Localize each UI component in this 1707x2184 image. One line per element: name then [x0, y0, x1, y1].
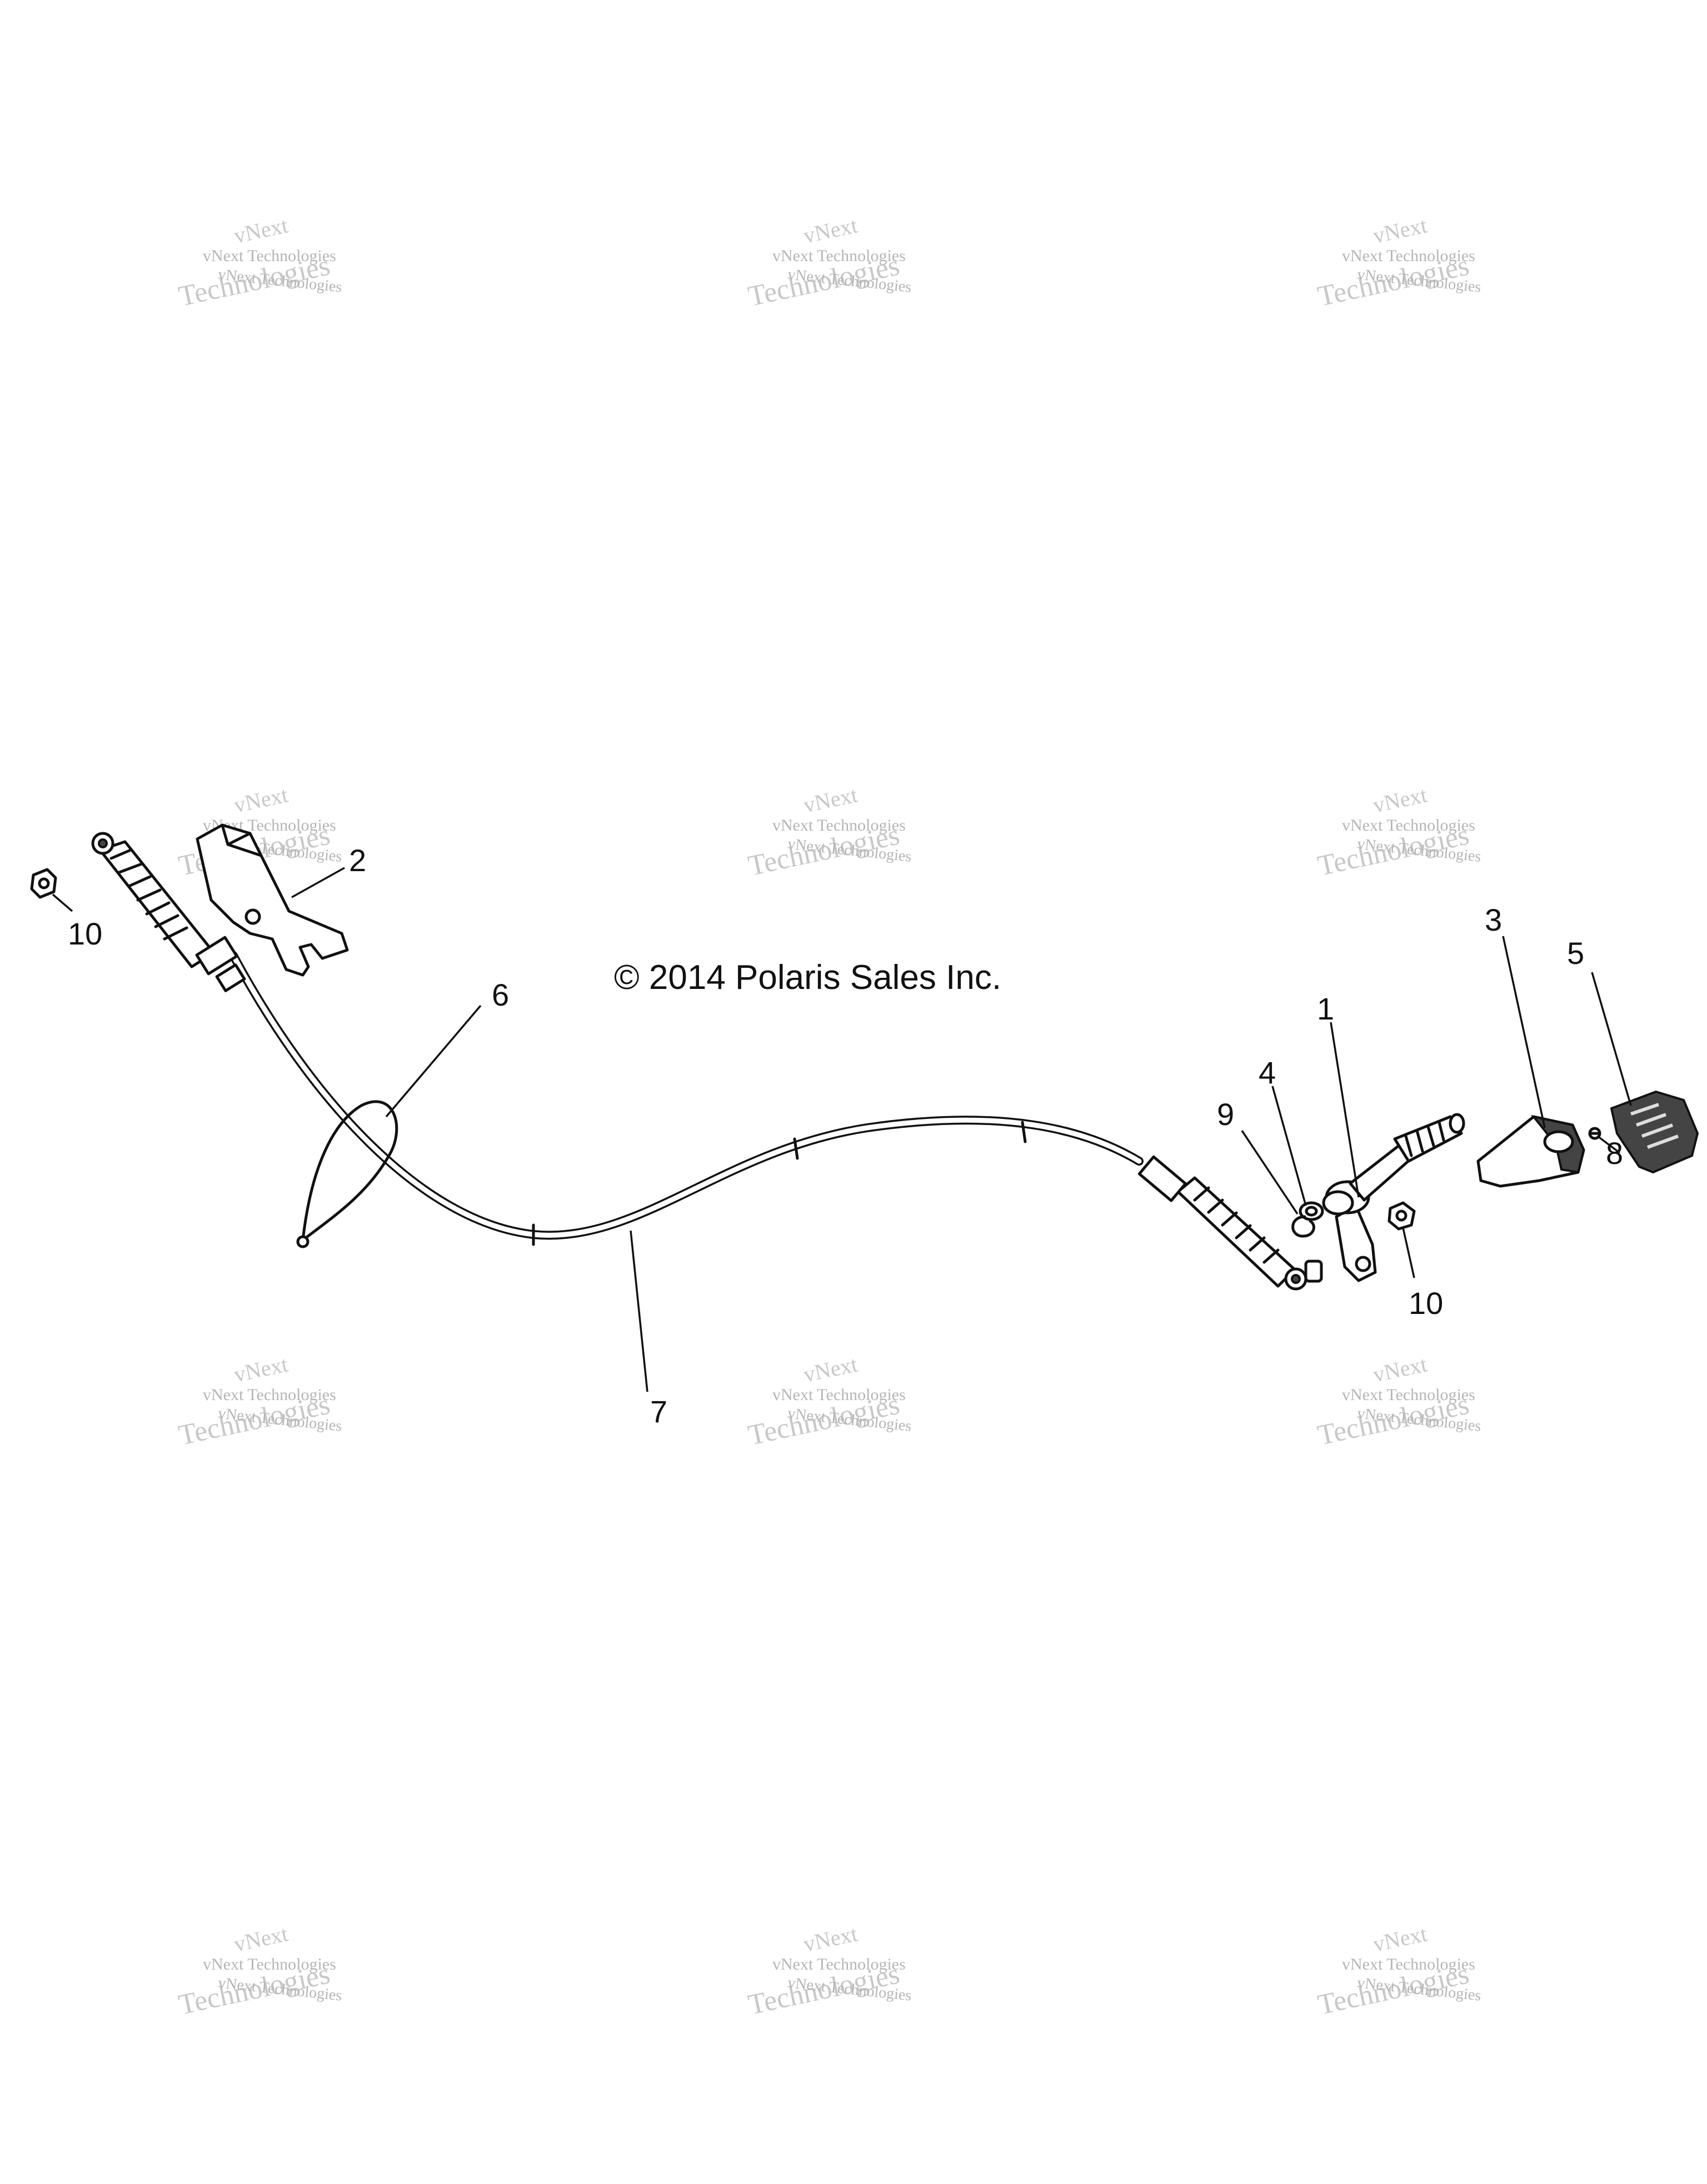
cable-boot-left [91, 832, 246, 992]
cable-boot-right [1137, 1155, 1323, 1291]
callout-10-right: 10 [1409, 1286, 1443, 1321]
leader-lines [52, 867, 1632, 1392]
callout-3: 3 [1485, 902, 1502, 937]
watermark: vNext vNext Technologies Technologies vN… [176, 212, 343, 312]
svg-text:vNext Technologies: vNext Technologies [772, 1386, 906, 1404]
svg-text:vNext Technologies: vNext Technologies [1342, 816, 1475, 834]
nut-right [1387, 1201, 1416, 1231]
svg-text:vNext Technologies: vNext Technologies [203, 1386, 336, 1404]
callout-1: 1 [1317, 991, 1334, 1026]
callout-2: 2 [349, 843, 366, 878]
copyright-text: © 2014 Polaris Sales Inc. [614, 958, 1001, 997]
svg-text:vNext: vNext [801, 782, 860, 817]
svg-text:vNext: vNext [801, 212, 860, 248]
bushing [1299, 1201, 1324, 1221]
watermark: vNext vNext Technologies Technologies vN… [1315, 782, 1482, 882]
callout-8: 8 [1606, 1136, 1623, 1171]
callout-7: 7 [650, 1394, 667, 1429]
svg-text:vNext: vNext [232, 1351, 290, 1387]
svg-text:vNext: vNext [801, 1921, 860, 1956]
callout-6: 6 [492, 977, 509, 1012]
watermark: vNext vNext Technologies Technologies vN… [746, 1351, 912, 1451]
watermarks: vNext vNext Technologies Technologies vN… [176, 212, 1482, 2021]
retaining-clip [1291, 1215, 1315, 1238]
svg-text:vNext: vNext [232, 782, 290, 817]
shift-knob-cap [1610, 1090, 1699, 1174]
shift-lever [1322, 1113, 1465, 1282]
svg-text:vNext Technologies: vNext Technologies [1342, 1386, 1475, 1404]
svg-text:vNext Technologies: vNext Technologies [203, 1955, 336, 1973]
callout-9: 9 [1217, 1097, 1234, 1132]
svg-text:vNext Technologies: vNext Technologies [772, 816, 906, 834]
watermark: vNext vNext Technologies Technologies vN… [176, 1921, 343, 2021]
svg-text:vNext Technologies: vNext Technologies [772, 247, 906, 265]
nut-left [30, 868, 57, 899]
svg-text:vNext: vNext [801, 1351, 860, 1387]
shift-cable [91, 832, 1323, 1291]
svg-text:vNext: vNext [232, 212, 290, 248]
svg-text:vNext Technologies: vNext Technologies [1342, 247, 1475, 265]
watermark: vNext vNext Technologies Technologies vN… [746, 1921, 912, 2021]
svg-text:vNext: vNext [232, 1921, 290, 1956]
callout-5: 5 [1567, 936, 1584, 971]
callout-10-left: 10 [68, 916, 102, 951]
svg-text:vNext Technologies: vNext Technologies [203, 247, 336, 265]
svg-text:vNext Technologies: vNext Technologies [772, 1955, 906, 1973]
watermark: vNext vNext Technologies Technologies vN… [746, 782, 912, 882]
cable-bracket [196, 823, 349, 977]
svg-text:vNext: vNext [1371, 1351, 1429, 1387]
callout-4: 4 [1259, 1055, 1276, 1090]
watermark: vNext vNext Technologies Technologies vN… [176, 1351, 343, 1451]
set-screw [1588, 1127, 1601, 1140]
callouts: 1 2 3 4 5 6 7 8 9 10 10 [68, 843, 1623, 1429]
svg-text:vNext: vNext [1371, 782, 1429, 817]
watermark: vNext vNext Technologies Technologies vN… [746, 212, 912, 312]
svg-text:vNext: vNext [1371, 1921, 1429, 1956]
svg-text:vNext Technologies: vNext Technologies [1342, 1955, 1475, 1973]
watermark: vNext vNext Technologies Technologies vN… [1315, 212, 1482, 312]
watermark: vNext vNext Technologies Technologies vN… [1315, 1921, 1482, 2021]
svg-text:vNext: vNext [1371, 212, 1429, 248]
watermark: vNext vNext Technologies Technologies vN… [1315, 1351, 1482, 1451]
shift-knob-base [1476, 1115, 1585, 1188]
